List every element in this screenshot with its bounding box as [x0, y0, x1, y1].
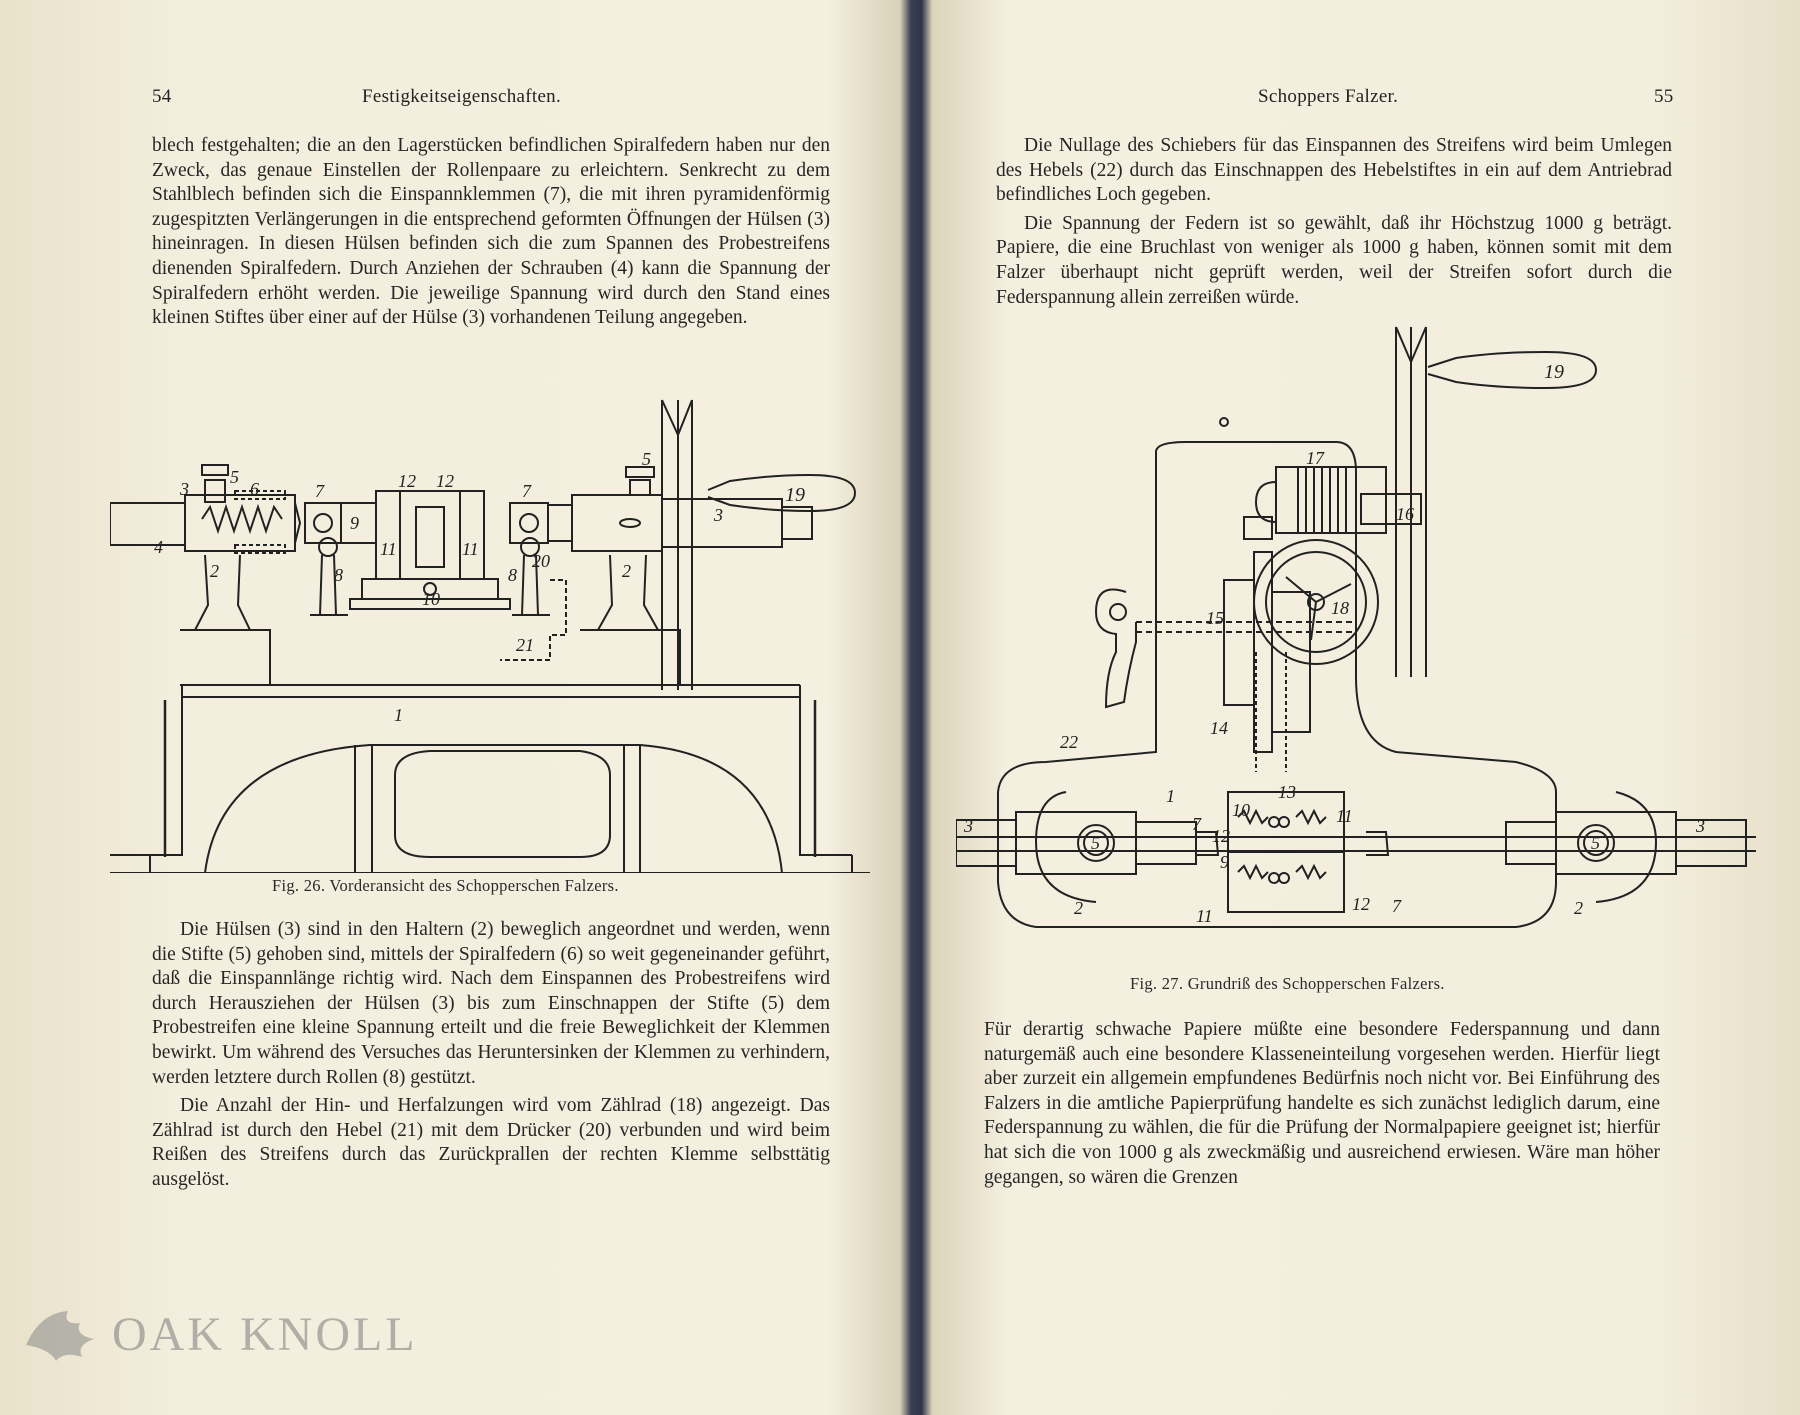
figure-label: 14	[1210, 718, 1228, 738]
figure-label: 2	[1074, 898, 1083, 918]
figure-label: 20	[532, 551, 550, 571]
figure-label: 17	[1306, 448, 1325, 468]
right-page: Schoppers Falzer. 55 Die Nullage des Sch…	[900, 0, 1800, 1415]
figure-label: 2	[210, 561, 219, 581]
figure-label: 3	[713, 505, 723, 525]
figure-label: 7	[1392, 896, 1402, 916]
figure-caption-right: Fig. 27. Grundriß des Schopperschen Falz…	[1130, 974, 1445, 993]
oak-leaf-icon	[26, 1311, 94, 1361]
figure-label: 15	[1206, 608, 1224, 628]
watermark-text: OAK KNOLL	[112, 1307, 418, 1361]
figure-label: 2	[622, 561, 631, 581]
top-paragraph-left: blech festgehalten; die an den Lagerstüc…	[152, 134, 830, 331]
figure-label: 9	[1220, 852, 1229, 872]
figure-label: 9	[350, 513, 359, 533]
figure-label: 22	[1060, 732, 1078, 752]
figure-label: 11	[462, 539, 479, 559]
figure-label: 11	[380, 539, 397, 559]
running-head-right: Schoppers Falzer.	[1258, 86, 1399, 107]
paragraph: Die Nullage des Schiebers für das Einspa…	[996, 135, 1672, 206]
figure-label: 3	[963, 816, 973, 836]
figure-label: 5	[230, 467, 239, 487]
figure-label: 12	[1212, 826, 1230, 846]
bottom-text-right: Für derartig schwache Papiere müßte eine…	[984, 1018, 1660, 1190]
figure-label: 8	[334, 565, 343, 585]
figure-label: 19	[1544, 361, 1564, 383]
figure-label: 19	[785, 484, 805, 506]
figure-label: 1	[394, 705, 403, 725]
figure-label: 6	[250, 479, 259, 499]
figure-label: 3	[179, 479, 189, 499]
figure-label: 1	[1166, 786, 1175, 806]
figure-label: 3	[1695, 816, 1705, 836]
figure-label: 7	[1192, 814, 1202, 834]
figure-27-plan-view: 19	[956, 326, 1756, 928]
left-page: 54 Festigkeitseigenschaften. blech festg…	[22, 86, 870, 1363]
figure-26-front-view: 19	[110, 399, 870, 873]
figure-label: 12	[1352, 894, 1370, 914]
figure-label: 12	[436, 471, 454, 491]
paragraph: blech festgehalten; die an den Lagerstüc…	[152, 135, 830, 329]
figure-label: 10	[422, 589, 440, 609]
bottom-text-left: Die Hülsen (3) sind in den Haltern (2) b…	[152, 918, 830, 1193]
page-number-left: 54	[152, 86, 172, 107]
figure-label: 10	[1232, 800, 1250, 820]
figure-label: 4	[154, 537, 163, 557]
figure-label: 12	[398, 471, 416, 491]
figure-label: 11	[1336, 806, 1353, 826]
figure-label: 5	[1091, 833, 1100, 853]
figure-label: 11	[1196, 906, 1213, 926]
paragraph: Die Spannung der Federn ist so gewählt, …	[996, 212, 1672, 308]
paragraph: Die Anzahl der Hin- und Herfalzungen wir…	[152, 1095, 830, 1190]
figure-label: 7	[315, 481, 325, 501]
oak-knoll-watermark: OAK KNOLL	[22, 1305, 418, 1363]
page-number-right: 55	[1654, 86, 1674, 107]
figure-label: 5	[1591, 833, 1600, 853]
figure-label: 21	[516, 635, 534, 655]
figure-caption-left: Fig. 26. Vorderansicht des Schopperschen…	[272, 876, 619, 895]
paragraph: Die Hülsen (3) sind in den Haltern (2) b…	[152, 919, 830, 1088]
figure-label: 16	[1396, 504, 1414, 524]
paragraph: Für derartig schwache Papiere müßte eine…	[984, 1019, 1660, 1188]
figure-label: 7	[522, 481, 532, 501]
top-text-right: Die Nullage des Schiebers für das Einspa…	[996, 134, 1672, 310]
figure-label: 18	[1331, 598, 1349, 618]
figure-label: 2	[1574, 898, 1583, 918]
figure-label: 8	[508, 565, 517, 585]
figure-label: 5	[642, 449, 651, 469]
figure-label: 13	[1278, 782, 1296, 802]
running-head-left: Festigkeitseigenschaften.	[362, 86, 562, 107]
